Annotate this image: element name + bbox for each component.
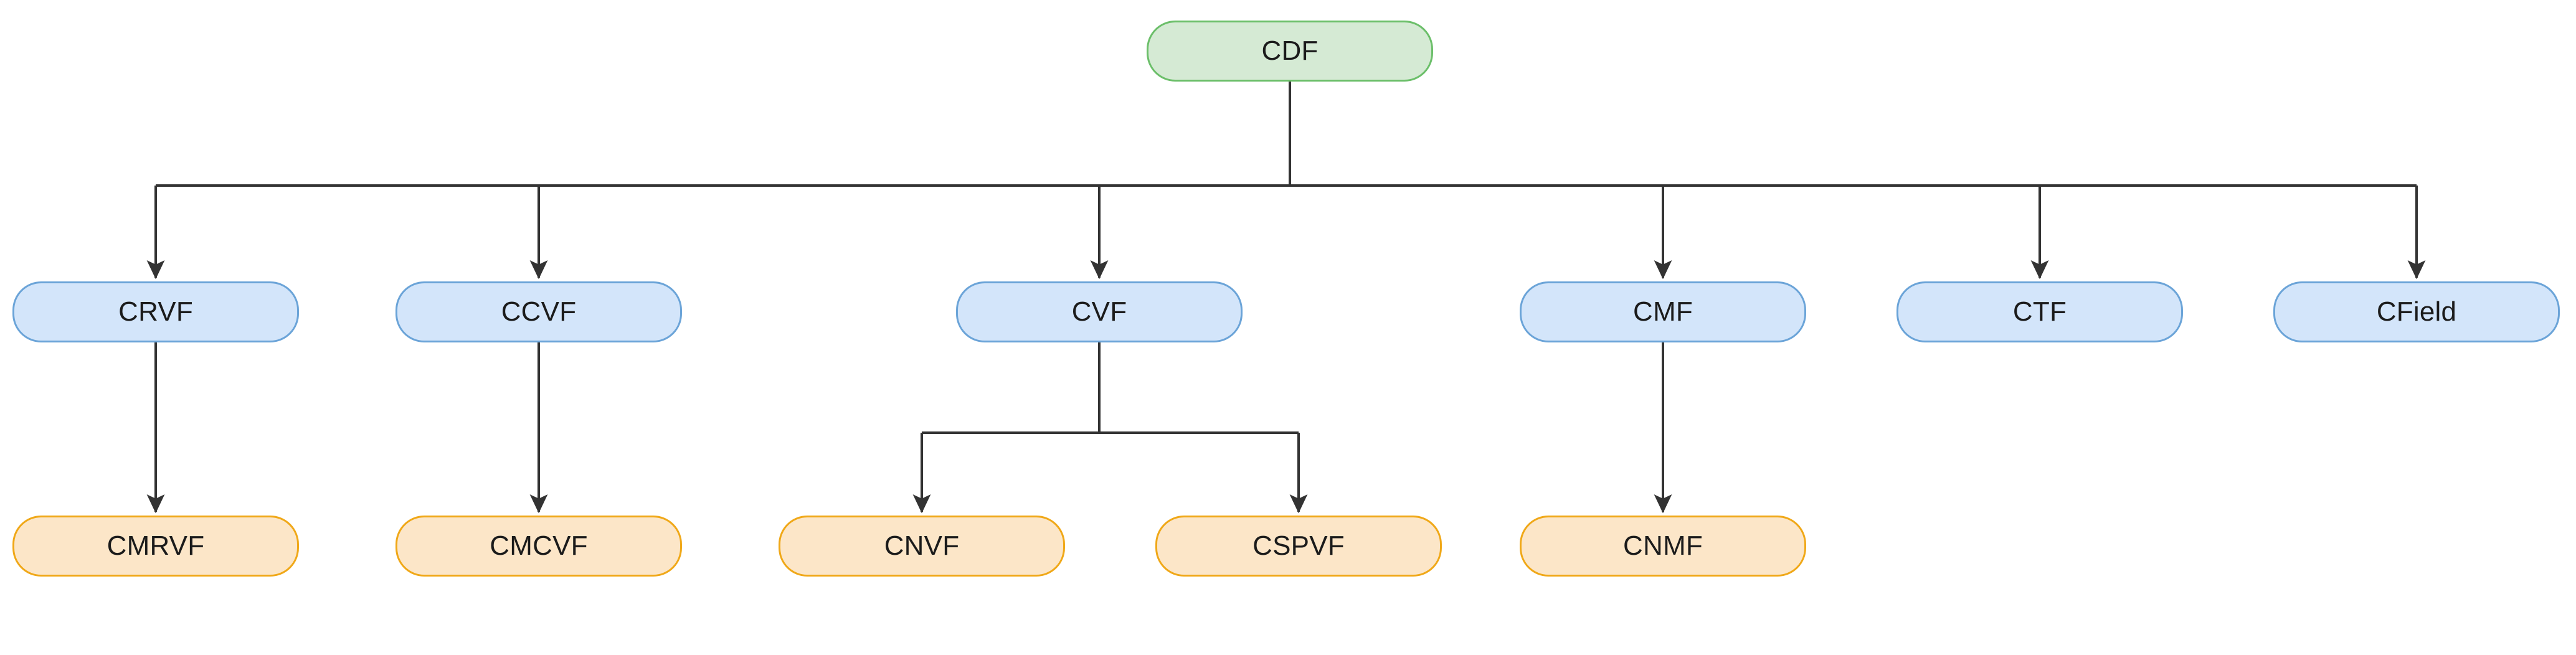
node-label: CCVF bbox=[501, 296, 577, 327]
node-cdf[interactable]: CDF bbox=[1147, 21, 1433, 82]
node-cmcvf[interactable]: CMCVF bbox=[395, 516, 682, 577]
node-crvf[interactable]: CRVF bbox=[12, 281, 299, 342]
node-label: CMCVF bbox=[490, 530, 588, 561]
node-cnvf[interactable]: CNVF bbox=[779, 516, 1065, 577]
node-cvf[interactable]: CVF bbox=[956, 281, 1243, 342]
node-label: CMRVF bbox=[107, 530, 205, 561]
node-cmf[interactable]: CMF bbox=[1520, 281, 1806, 342]
node-label: CNVF bbox=[884, 530, 960, 561]
node-ctf[interactable]: CTF bbox=[1896, 281, 2183, 342]
node-cspvf[interactable]: CSPVF bbox=[1155, 516, 1442, 577]
node-label: CRVF bbox=[118, 296, 193, 327]
node-label: CTF bbox=[2012, 296, 2067, 327]
node-cnmf[interactable]: CNMF bbox=[1520, 516, 1806, 577]
node-cmrvf[interactable]: CMRVF bbox=[12, 516, 299, 577]
node-cfield[interactable]: CField bbox=[2273, 281, 2560, 342]
node-ccvf[interactable]: CCVF bbox=[395, 281, 682, 342]
node-label: CMF bbox=[1633, 296, 1693, 327]
node-label: CDF bbox=[1261, 35, 1319, 66]
node-label: CSPVF bbox=[1252, 530, 1345, 561]
node-label: CField bbox=[2376, 296, 2457, 327]
node-label: CVF bbox=[1071, 296, 1127, 327]
node-label: CNMF bbox=[1623, 530, 1703, 561]
